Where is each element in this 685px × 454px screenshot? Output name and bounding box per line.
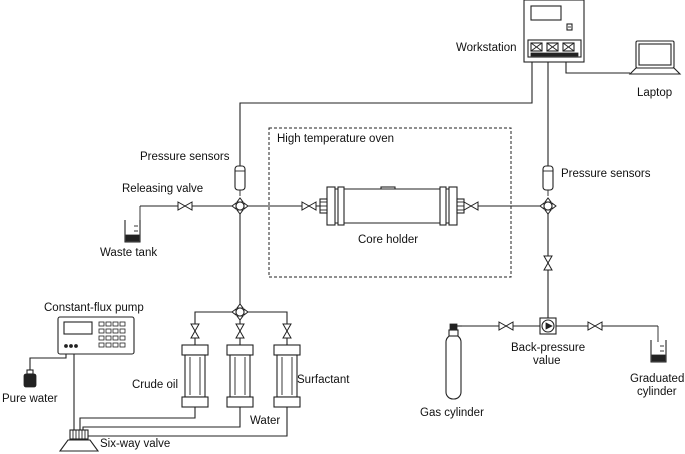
junction-right	[539, 197, 557, 215]
crude-oil-label: Crude oil	[132, 379, 178, 391]
constant-flux-pump-label: Constant-flux pump	[44, 302, 144, 314]
core-holder	[319, 186, 465, 226]
collection-valve[interactable]	[587, 321, 603, 331]
surfactant-valve[interactable]	[282, 323, 292, 339]
manifold-left	[194, 311, 232, 345]
surfactant-outlet-line	[86, 407, 288, 437]
releasing-valve-label: Releasing valve	[122, 183, 203, 195]
laptop-icon	[628, 40, 682, 75]
crude-oil-column	[181, 344, 209, 408]
workstation-unit	[523, 0, 585, 63]
outlet-valve[interactable]	[463, 201, 479, 211]
gas-cylinder-label: Gas cylinder	[420, 407, 484, 419]
six-way-valve-label: Six-way valve	[100, 438, 170, 450]
laptop-label: Laptop	[637, 87, 672, 99]
water-column	[226, 344, 254, 408]
waste-tank-icon	[124, 206, 141, 243]
graduated-cylinder-icon	[650, 326, 667, 363]
releasing-valve[interactable]	[177, 201, 193, 211]
pressure-sensor-left	[234, 165, 246, 197]
crude-oil-outlet-line	[79, 407, 196, 430]
gas-valve[interactable]	[498, 321, 514, 331]
gas-cylinder-icon	[445, 323, 462, 400]
cable-workstation-laptop	[565, 62, 630, 74]
pure-water-bottle-icon	[23, 369, 37, 388]
pressure-sensor-right	[542, 165, 554, 197]
back-pressure-label-2: value	[533, 355, 561, 367]
pure-water-label: Pure water	[2, 393, 58, 405]
graduated-cylinder-label-2: cylinder	[637, 386, 677, 398]
back-pressure-line-valve[interactable]	[543, 255, 553, 271]
pressure-sensors-right-label: Pressure sensors	[561, 168, 651, 180]
back-pressure-label-1: Back-pressure	[511, 342, 585, 354]
high-temperature-oven	[268, 127, 512, 278]
crude-oil-valve[interactable]	[190, 323, 200, 339]
workstation-label: Workstation	[456, 42, 517, 54]
back-pressure-valve[interactable]	[539, 317, 557, 335]
graduated-cylinder-label-1: Graduated	[630, 373, 684, 385]
surfactant-label: Surfactant	[297, 374, 350, 386]
core-holder-label: Core holder	[358, 234, 418, 246]
cable-workstation-left-sensor	[239, 62, 533, 166]
junction-injection	[231, 303, 249, 321]
junction-left	[231, 197, 249, 215]
six-way-valve[interactable]	[58, 429, 100, 452]
water-valve[interactable]	[235, 323, 245, 339]
pressure-sensors-left-label: Pressure sensors	[140, 151, 230, 163]
water-label: Water	[250, 415, 280, 427]
manifold-right	[248, 311, 288, 345]
waste-tank-label: Waste tank	[100, 247, 157, 259]
constant-flux-pump[interactable]	[57, 316, 135, 355]
inlet-valve[interactable]	[301, 201, 317, 211]
oven-label: High temperature oven	[277, 133, 394, 145]
pump-to-pure-water-line	[29, 354, 67, 370]
water-outlet-line	[82, 407, 241, 430]
